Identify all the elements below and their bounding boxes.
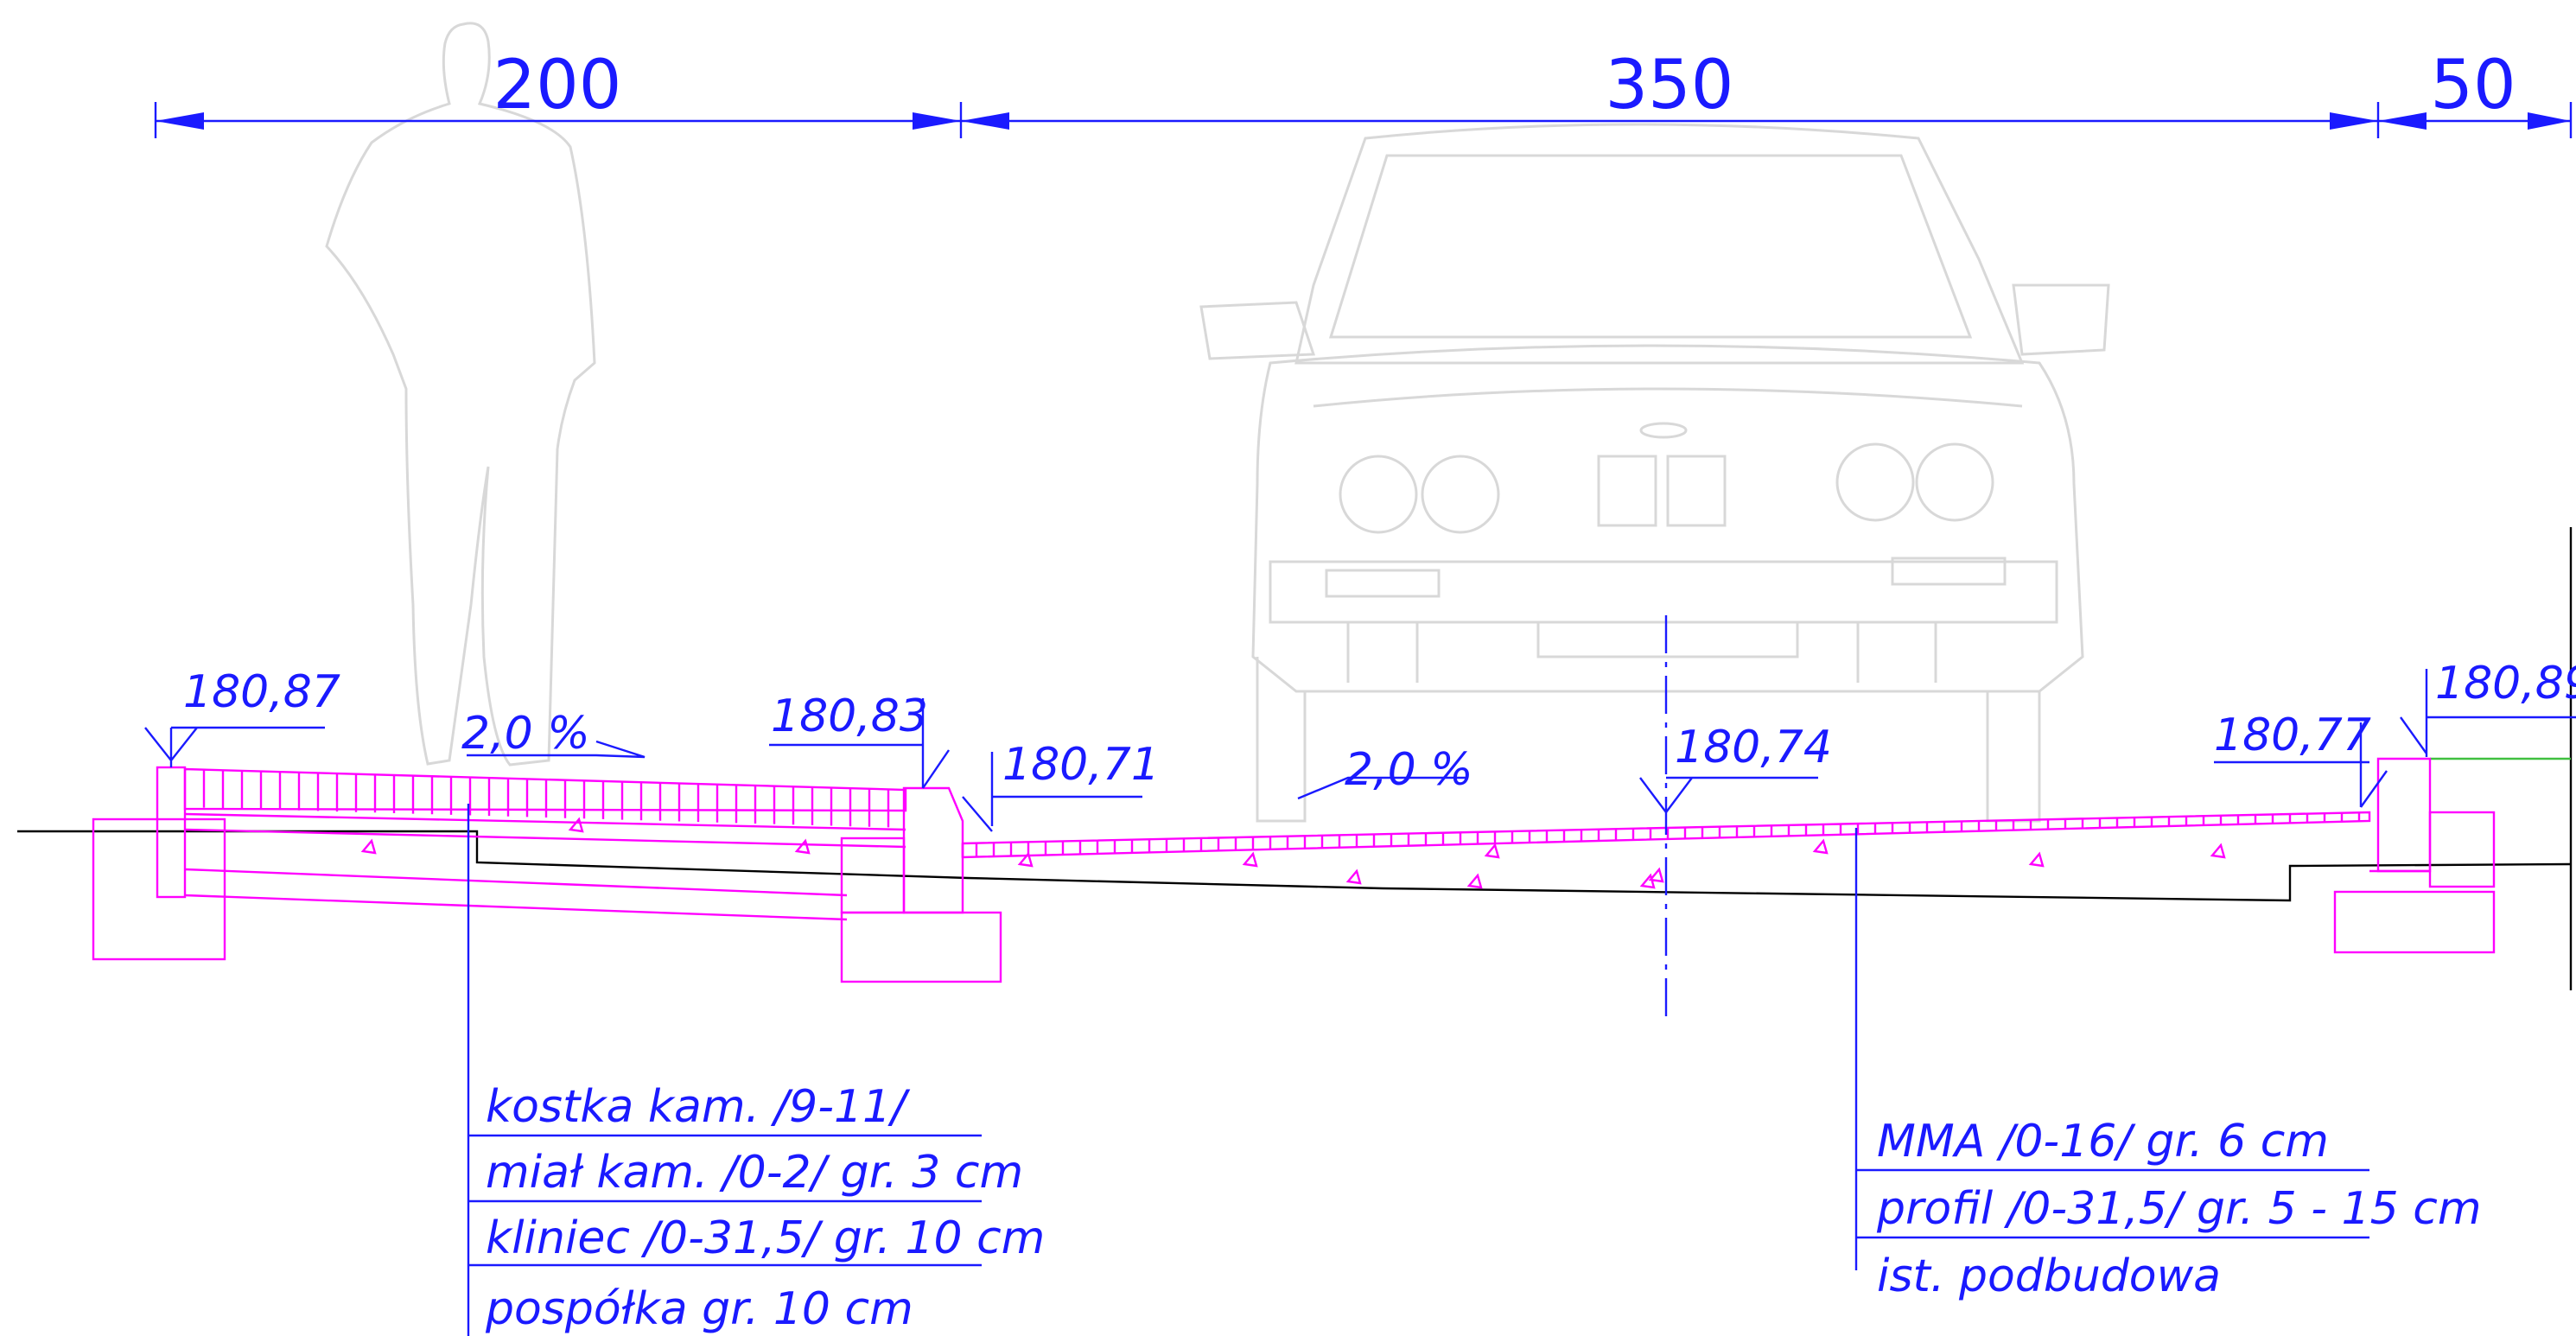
right-edge-curb <box>2333 757 2496 954</box>
dimension-roadway-label: 350 <box>1606 47 1734 124</box>
legend-road-item: profil /0-31,5/ gr. 5 - 15 cm <box>1876 1183 2482 1235</box>
legend-sidewalk-item: kliniec /0-31,5/ gr. 10 cm <box>486 1212 1045 1264</box>
level-right-edge-label: 180,89 <box>2435 658 2576 709</box>
roadway-surface-layer <box>961 811 2371 859</box>
legend-sidewalk-leaders <box>467 804 982 1336</box>
level-road-right-label: 180,77 <box>2214 709 2371 761</box>
legend-road-item: ist. podbudowa <box>1877 1250 2221 1302</box>
sidewalk-curb <box>840 786 1002 983</box>
legend-sidewalk-item: kostka kam. /9-11/ <box>486 1081 911 1133</box>
level-road-axis-label: 180,74 <box>1675 722 1832 773</box>
legend-sidewalk-item: pospółka gr. 10 cm <box>485 1283 913 1335</box>
aggregate-markers <box>360 817 2226 889</box>
legend-road-item: MMA /0-16/ gr. 6 cm <box>1877 1116 2329 1167</box>
slope-sidewalk-label: 2,0 % <box>461 708 590 760</box>
legend-sidewalk: kostka kam. /9-11/ miał kam. /0-2/ gr. 3… <box>485 1081 1045 1335</box>
pedestrian-silhouette-icon <box>325 22 596 767</box>
legend-sidewalk-item: miał kam. /0-2/ gr. 3 cm <box>486 1147 1023 1199</box>
level-left-edge-label: 180,87 <box>183 666 340 718</box>
slope-roadway-label: 2,0 % <box>1345 744 1473 796</box>
legend-road-leaders <box>1854 828 2369 1270</box>
dimension-sidewalk-label: 200 <box>493 47 622 124</box>
level-markers <box>144 669 2576 832</box>
level-road-left-label: 180,71 <box>1002 739 1160 791</box>
legend-road: MMA /0-16/ gr. 6 cm profil /0-31,5/ gr. … <box>1876 1116 2482 1302</box>
dimension-shoulder-label: 50 <box>2430 47 2516 124</box>
existing-terrain-line <box>17 527 2573 990</box>
car-front-silhouette-icon <box>1199 123 2110 823</box>
level-sidewalk-curb-label: 180,83 <box>771 690 928 742</box>
sidewalk-paving-layer <box>183 767 907 921</box>
slope-arrows <box>467 740 1467 800</box>
dimension-lines <box>154 102 2573 138</box>
